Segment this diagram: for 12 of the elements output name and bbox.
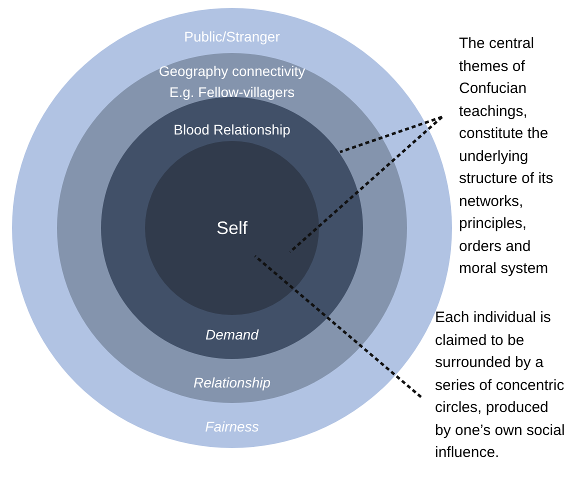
leader-line xyxy=(289,116,443,253)
annotation-text: The central themes of Confucian teachings, constitute the underlying structure of its networks, principles, orders and moral system xyxy=(459,33,569,280)
ring-label: Demand xyxy=(204,326,260,344)
ring-label: Geography connectivity E.g. Fellow-villagers xyxy=(158,62,306,102)
annotation-text: Each individual is claimed to be surrounded by a series of concentric circles, produced by one’s own social influence. xyxy=(435,307,568,464)
leader-line xyxy=(254,255,422,398)
ring-label: Self xyxy=(215,217,249,240)
ring-label: Public/Stranger xyxy=(183,28,281,46)
ring-label: Relationship xyxy=(192,374,272,392)
ring-label: Blood Relationship xyxy=(172,120,292,140)
leader-line xyxy=(340,116,442,154)
ring-label: Fairness xyxy=(204,418,260,436)
